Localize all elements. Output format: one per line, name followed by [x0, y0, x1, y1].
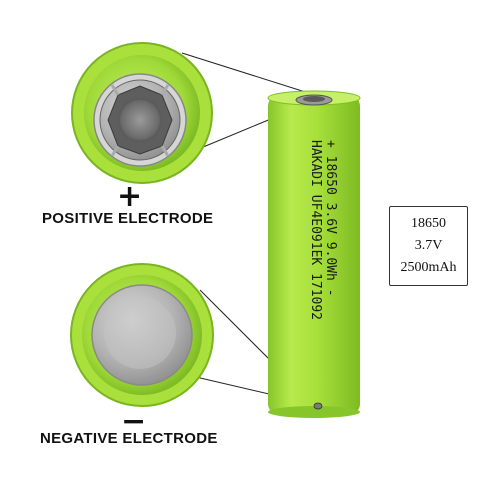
positive-electrode-label: POSITIVE ELECTRODE [42, 210, 214, 227]
battery-print: + 18650 3.6V 9.0Wh - HAKADI UF4E091EK 17… [308, 140, 338, 320]
negative-terminal-zoom [70, 263, 214, 407]
minus-symbol: − [121, 404, 147, 439]
negative-electrode-label: NEGATIVE ELECTRODE [40, 430, 218, 447]
plus-symbol: + [117, 179, 143, 214]
spec-box: 18650 3.7V 2500mAh [389, 206, 468, 286]
spec-voltage: 3.7V [414, 238, 443, 253]
positive-terminal-zoom [71, 42, 213, 184]
spec-model: 18650 [411, 216, 446, 231]
spec-capacity: 2500mAh [400, 260, 457, 275]
battery-cell: + 18650 3.6V 9.0Wh - HAKADI UF4E091EK 17… [267, 90, 361, 418]
battery-print-line2: HAKADI UF4E091EK 171092 [308, 140, 323, 320]
battery-print-line1: + 18650 3.6V 9.0Wh - [323, 140, 338, 297]
